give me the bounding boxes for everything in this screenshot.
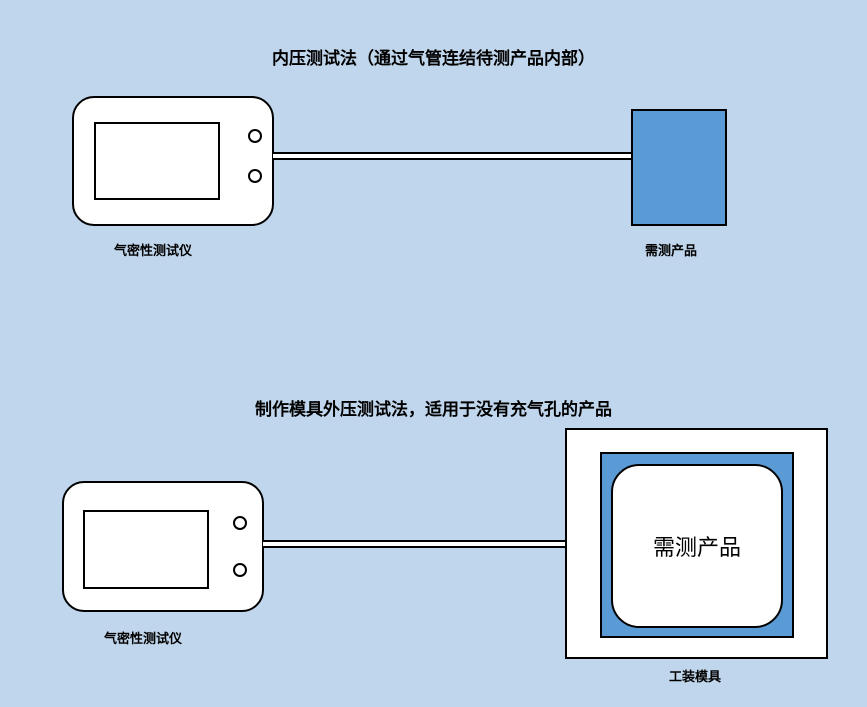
bottom-air-hose xyxy=(263,540,603,548)
tester-screen xyxy=(83,510,209,589)
top-air-hose xyxy=(273,152,633,160)
bottom-diagram-title: 制作模具外压测试法，适用于没有充气孔的产品 xyxy=(255,400,612,420)
fixture-mold-cavity: 需测产品 xyxy=(600,452,794,638)
top-diagram-title: 内压测试法（通过气管连结待测产品内部） xyxy=(272,49,595,69)
fixture-mold-outer: 需测产品 xyxy=(565,428,828,659)
top-product-under-test xyxy=(631,109,727,226)
tester-knob-icon xyxy=(233,563,247,577)
top-product-label: 需测产品 xyxy=(645,244,698,259)
tester-knob-icon xyxy=(248,169,262,183)
tester-knob-icon xyxy=(248,129,262,143)
bottom-tester-label: 气密性测试仪 xyxy=(104,632,183,647)
top-air-tightness-tester xyxy=(72,96,274,226)
tester-knob-icon xyxy=(233,516,247,530)
bottom-product-under-test: 需测产品 xyxy=(611,464,783,628)
tester-screen xyxy=(94,122,220,200)
fixture-label: 工装模具 xyxy=(669,670,722,685)
top-tester-label: 气密性测试仪 xyxy=(114,244,193,259)
bottom-product-text: 需测产品 xyxy=(652,536,741,561)
bottom-air-tightness-tester xyxy=(62,481,264,612)
